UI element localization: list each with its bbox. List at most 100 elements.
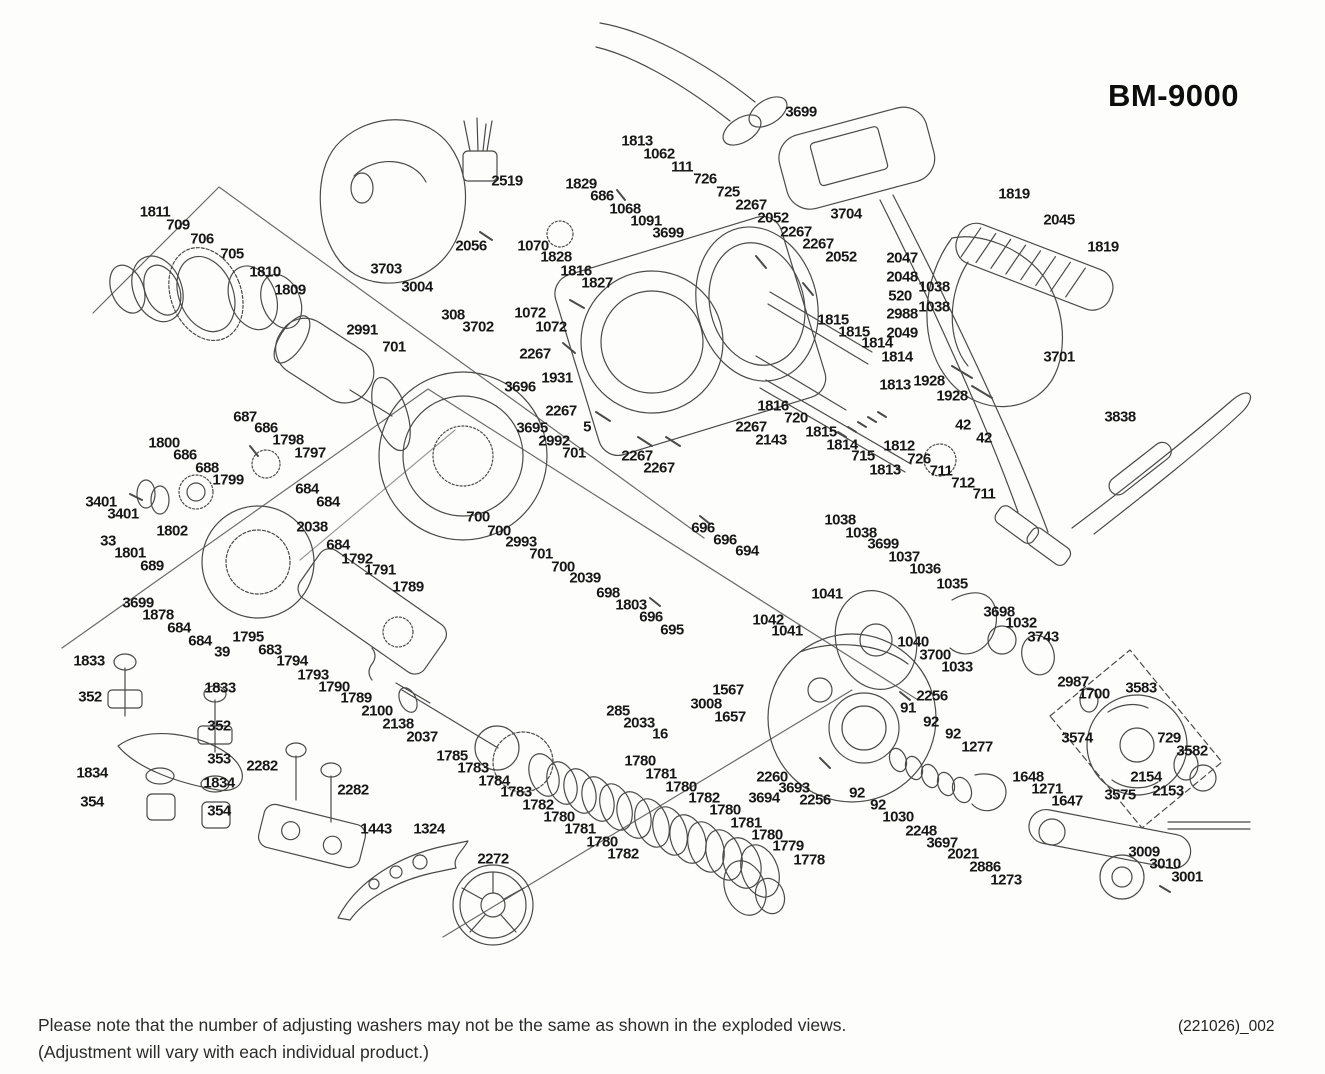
part-label-1778: 1778 <box>793 851 825 869</box>
part-label-1816: 1816 <box>560 262 592 280</box>
part-label-711: 711 <box>972 485 996 503</box>
part-label-1032: 1032 <box>1005 614 1037 632</box>
part-label-698: 698 <box>596 584 620 602</box>
part-label-3695: 3695 <box>516 419 548 437</box>
part-label-3697: 3697 <box>926 834 958 852</box>
part-label-1780: 1780 <box>586 833 618 851</box>
part-label-3696: 3696 <box>504 378 536 396</box>
part-label-2100: 2100 <box>361 702 393 720</box>
part-label-3694: 3694 <box>748 789 780 807</box>
part-label-3575: 3575 <box>1104 786 1136 804</box>
part-label-1791: 1791 <box>364 561 396 579</box>
part-label-42: 42 <box>955 416 971 434</box>
part-label-3702: 3702 <box>462 318 494 336</box>
part-label-1790: 1790 <box>318 678 350 696</box>
part-label-1819: 1819 <box>1087 238 1119 256</box>
part-label-1781: 1781 <box>645 765 677 783</box>
part-label-1878: 1878 <box>142 606 174 624</box>
part-label-520: 520 <box>888 287 912 305</box>
part-label-684: 684 <box>295 480 319 498</box>
part-label-1657: 1657 <box>714 708 746 726</box>
part-label-2260: 2260 <box>756 768 788 786</box>
part-label-689: 689 <box>140 557 164 575</box>
part-label-3703: 3703 <box>370 260 402 278</box>
part-label-684: 684 <box>167 619 191 637</box>
part-label-2267: 2267 <box>519 345 551 363</box>
part-label-2037: 2037 <box>406 728 438 746</box>
part-label-2154: 2154 <box>1130 768 1162 786</box>
part-label-683: 683 <box>258 641 282 659</box>
part-label-2153: 2153 <box>1152 782 1184 800</box>
part-label-2248: 2248 <box>905 822 937 840</box>
part-label-1792: 1792 <box>341 550 373 568</box>
part-label-1809: 1809 <box>274 281 306 299</box>
part-label-1072: 1072 <box>535 318 567 336</box>
part-label-1042: 1042 <box>752 611 784 629</box>
part-label-1813: 1813 <box>869 461 901 479</box>
part-label-3699: 3699 <box>652 224 684 242</box>
part-label-1035: 1035 <box>936 575 968 593</box>
part-label-1038: 1038 <box>918 298 950 316</box>
part-label-2267: 2267 <box>621 447 653 465</box>
footer-note: Please note that the number of adjusting… <box>38 1012 846 1066</box>
footer-note-line1: Please note that the number of adjusting… <box>38 1015 847 1035</box>
part-label-1785: 1785 <box>436 747 468 765</box>
part-label-308: 308 <box>441 306 465 324</box>
part-label-2021: 2021 <box>947 845 979 863</box>
part-label-92: 92 <box>923 713 939 731</box>
part-label-1782: 1782 <box>688 789 720 807</box>
part-label-2039: 2039 <box>569 569 601 587</box>
part-label-2038: 2038 <box>296 518 328 536</box>
part-label-1813: 1813 <box>879 376 911 394</box>
part-label-726: 726 <box>907 450 931 468</box>
part-label-3699: 3699 <box>785 103 817 121</box>
part-label-1819: 1819 <box>998 185 1030 203</box>
part-label-352: 352 <box>78 688 102 706</box>
part-label-2052: 2052 <box>825 248 857 266</box>
part-label-1038: 1038 <box>824 511 856 529</box>
part-label-2991: 2991 <box>346 321 378 339</box>
part-label-2988: 2988 <box>886 305 918 323</box>
part-label-684: 684 <box>316 493 340 511</box>
part-label-3582: 3582 <box>1176 742 1208 760</box>
part-label-1782: 1782 <box>522 796 554 814</box>
part-label-3701: 3701 <box>1043 348 1075 366</box>
part-label-1815: 1815 <box>805 423 837 441</box>
part-label-701: 701 <box>529 545 553 563</box>
part-label-3699: 3699 <box>122 594 154 612</box>
part-label-1813: 1813 <box>621 132 653 150</box>
part-label-39: 39 <box>214 643 230 661</box>
part-label-1781: 1781 <box>564 820 596 838</box>
part-label-1833: 1833 <box>204 679 236 697</box>
part-label-92: 92 <box>945 725 961 743</box>
part-label-111: 111 <box>671 158 693 176</box>
part-label-352: 352 <box>207 717 231 735</box>
part-label-1443: 1443 <box>360 820 392 838</box>
part-label-3743: 3743 <box>1027 628 1059 646</box>
part-label-1780: 1780 <box>543 808 575 826</box>
part-label-2045: 2045 <box>1043 211 1075 229</box>
part-label-696: 696 <box>713 531 737 549</box>
part-label-686: 686 <box>254 419 278 437</box>
part-label-705: 705 <box>220 245 244 263</box>
part-label-2256: 2256 <box>799 791 831 809</box>
part-label-42: 42 <box>976 429 992 447</box>
part-label-2992: 2992 <box>538 432 570 450</box>
part-label-1816: 1816 <box>757 397 789 415</box>
part-label-92: 92 <box>849 784 865 802</box>
part-label-353: 353 <box>207 750 231 768</box>
part-label-1783: 1783 <box>457 759 489 777</box>
part-label-1812: 1812 <box>883 437 915 455</box>
part-label-1827: 1827 <box>581 274 613 292</box>
part-label-2267: 2267 <box>735 418 767 436</box>
part-label-2267: 2267 <box>735 196 767 214</box>
part-label-725: 725 <box>716 183 740 201</box>
part-label-2056: 2056 <box>455 237 487 255</box>
part-label-92: 92 <box>870 796 886 814</box>
part-label-686: 686 <box>173 446 197 464</box>
part-label-2048: 2048 <box>886 268 918 286</box>
part-label-2267: 2267 <box>643 459 675 477</box>
part-label-1815: 1815 <box>817 311 849 329</box>
part-label-1793: 1793 <box>297 666 329 684</box>
